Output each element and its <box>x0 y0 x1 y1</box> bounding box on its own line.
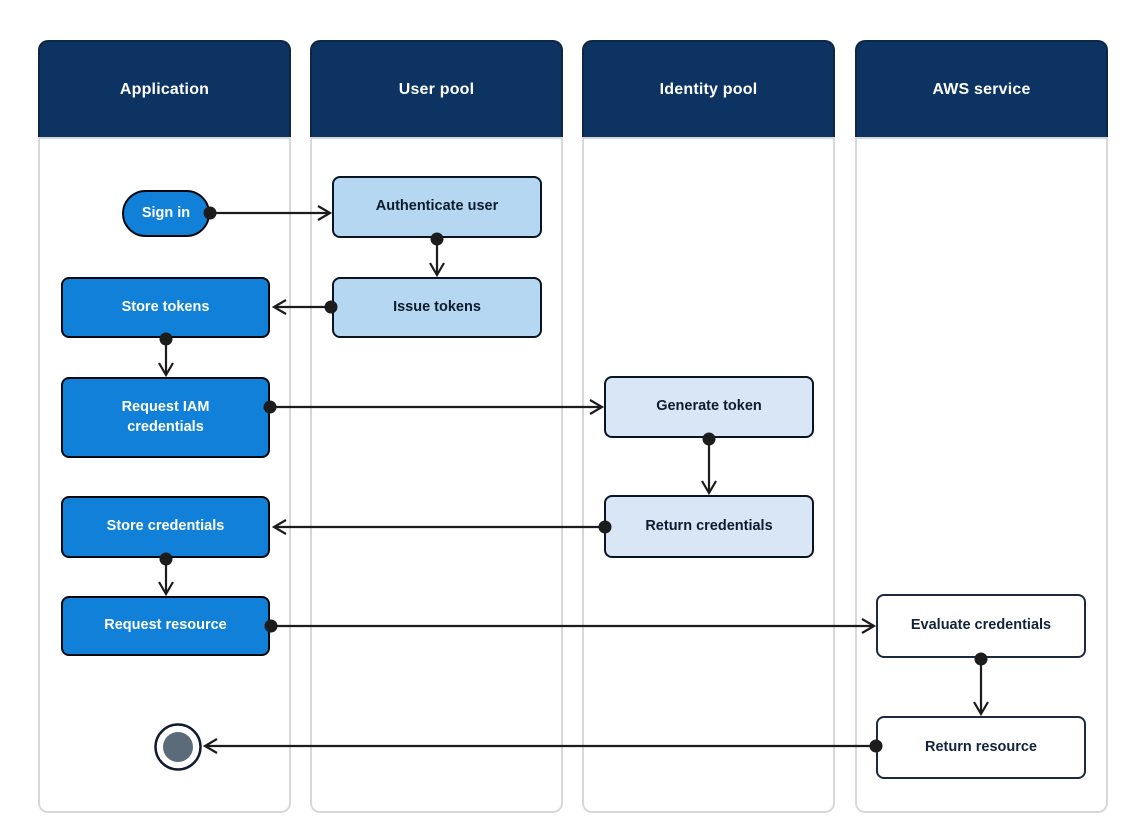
node-label: Sign in <box>141 204 191 221</box>
lane-header-identity-pool: Identity pool <box>582 40 835 137</box>
lane-title: Application <box>119 80 210 98</box>
lane-body-aws-service <box>855 137 1108 813</box>
node-issue-tokens: Issue tokens <box>332 277 542 338</box>
node-label: Store credentials <box>106 518 225 535</box>
lane-title: Identity pool <box>659 80 758 98</box>
node-label: Return credentials <box>645 517 773 534</box>
node-label: Generate token <box>656 398 762 415</box>
lane-header-aws-service: AWS service <box>855 40 1108 137</box>
node-return-credentials: Return credentials <box>604 495 814 558</box>
node-store-tokens: Store tokens <box>61 277 270 338</box>
lane-header-application: Application <box>38 40 291 137</box>
node-store-credentials: Store credentials <box>61 496 270 558</box>
lane-aws-service: AWS service <box>855 40 1108 813</box>
node-return-resource: Return resource <box>876 716 1086 779</box>
node-label: Authenticate user <box>375 198 499 215</box>
node-generate-token: Generate token <box>604 376 814 438</box>
node-authenticate-user: Authenticate user <box>332 176 542 238</box>
node-request-resource: Request resource <box>61 596 270 656</box>
lane-identity-pool: Identity pool <box>582 40 835 813</box>
lane-body-identity-pool <box>582 137 835 813</box>
node-evaluate-credentials: Evaluate credentials <box>876 594 1086 658</box>
node-label: Store tokens <box>121 298 210 315</box>
lane-application: Application <box>38 40 291 813</box>
node-label: Request IAM credentials <box>121 398 210 435</box>
lane-title: AWS service <box>932 80 1031 98</box>
lane-body-application <box>38 137 291 813</box>
node-request-iam-credentials: Request IAM credentials <box>61 377 270 458</box>
node-label: Issue tokens <box>393 298 481 315</box>
lane-title: User pool <box>398 80 475 98</box>
node-label: Return resource <box>924 738 1037 755</box>
node-sign-in: Sign in <box>122 190 210 237</box>
node-label: Request resource <box>104 617 227 634</box>
lane-body-user-pool <box>310 137 563 813</box>
lane-header-user-pool: User pool <box>310 40 563 137</box>
node-label: Evaluate credentials <box>910 617 1052 634</box>
lane-user-pool: User pool <box>310 40 563 813</box>
